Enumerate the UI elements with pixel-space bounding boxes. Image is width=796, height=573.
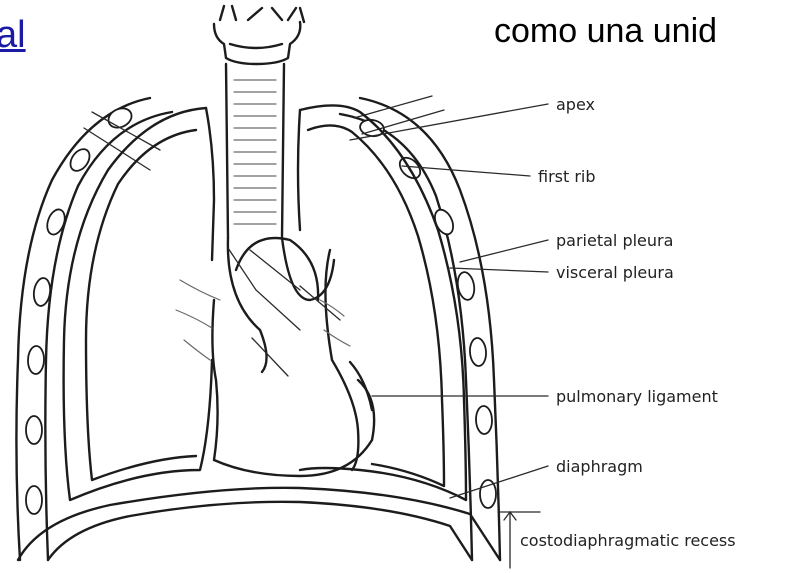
label-apex: apex: [556, 95, 595, 114]
label-parietal-pleura: parietal pleura: [556, 231, 673, 250]
left-lung: [64, 108, 214, 500]
leader-lines: [350, 104, 548, 568]
label-pulmonary-ligament: pulmonary ligament: [556, 387, 718, 406]
right-thoracic-wall: [340, 96, 500, 560]
trachea: [214, 6, 304, 238]
label-diaphragm: diaphragm: [556, 457, 643, 476]
label-first-rib: first rib: [538, 167, 596, 186]
label-visceral-pleura: visceral pleura: [556, 263, 674, 282]
diaphragm-shape: [18, 488, 500, 560]
right-lung: [298, 105, 466, 500]
label-costodiaphragmatic-recess: costodiaphragmatic recess: [520, 531, 736, 550]
